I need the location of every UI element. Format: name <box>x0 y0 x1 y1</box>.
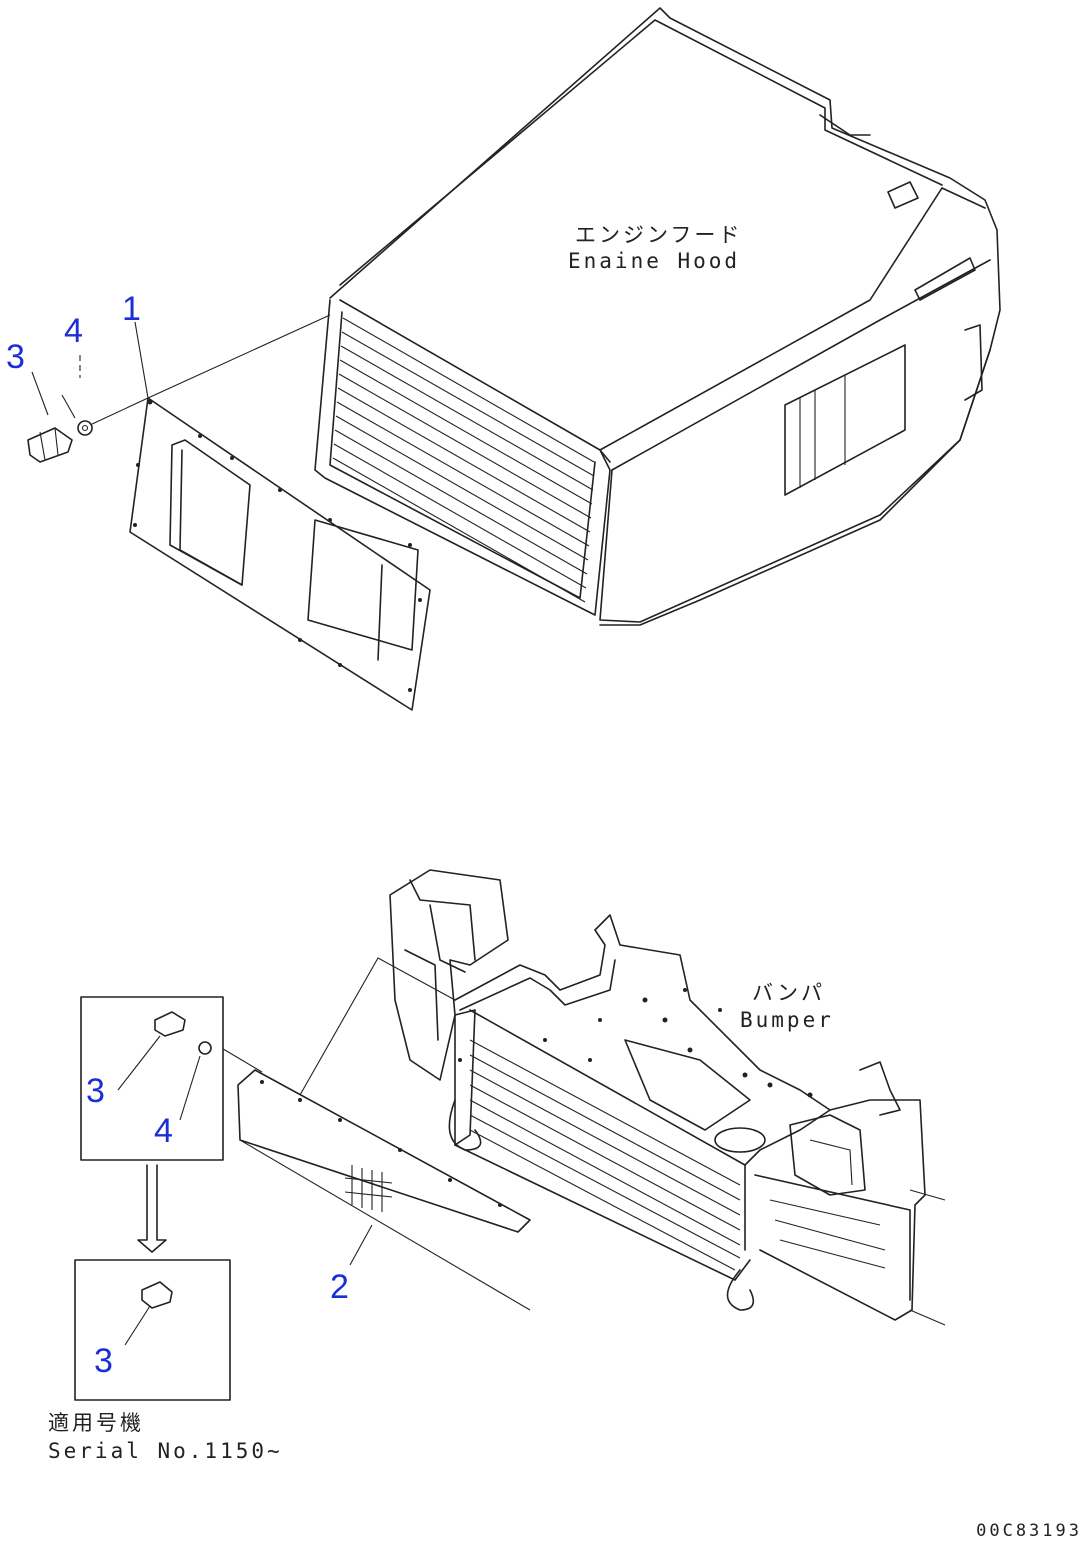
bumper-jp-label: バンパ <box>752 981 825 1005</box>
drawing-code: 00C83193 <box>976 1521 1082 1541</box>
serial-jp-label: 適用号機 <box>48 1411 144 1435</box>
engine-hood-en-label: Enaine Hood <box>568 249 740 273</box>
arrow-down <box>137 1164 167 1253</box>
engine-hood-jp-label: エンジンフード <box>575 223 742 247</box>
callout-4-detail1: 4 <box>154 1112 173 1150</box>
callout-4-top: 4 <box>64 312 83 350</box>
lamp-3-top <box>27 427 73 463</box>
assembly-line-top <box>89 314 331 426</box>
panel-1 <box>129 397 431 711</box>
panel-2 <box>237 1069 531 1311</box>
assembly-line-bottom <box>207 957 456 1096</box>
callout-1-top: 1 <box>122 290 141 328</box>
callout-2: 2 <box>330 1268 349 1306</box>
serial-en-label: Serial No.1150~ <box>48 1439 283 1463</box>
bumper-en-label: Bumper <box>740 1008 834 1032</box>
bumper-slats <box>469 1039 741 1271</box>
grille-slats <box>332 317 595 603</box>
callout-3-detail1: 3 <box>86 1072 105 1110</box>
bumper-frame: バンパ Bumper <box>389 869 946 1326</box>
detail-box-1: 3 4 <box>80 996 224 1161</box>
engine-hood: エンジンフード Enaine Hood <box>314 7 1001 626</box>
washer-4-top <box>77 420 93 436</box>
detail-box-2: 3 <box>74 1259 231 1401</box>
callout-3-detail2: 3 <box>94 1342 113 1380</box>
callout-3-top: 3 <box>6 338 25 376</box>
